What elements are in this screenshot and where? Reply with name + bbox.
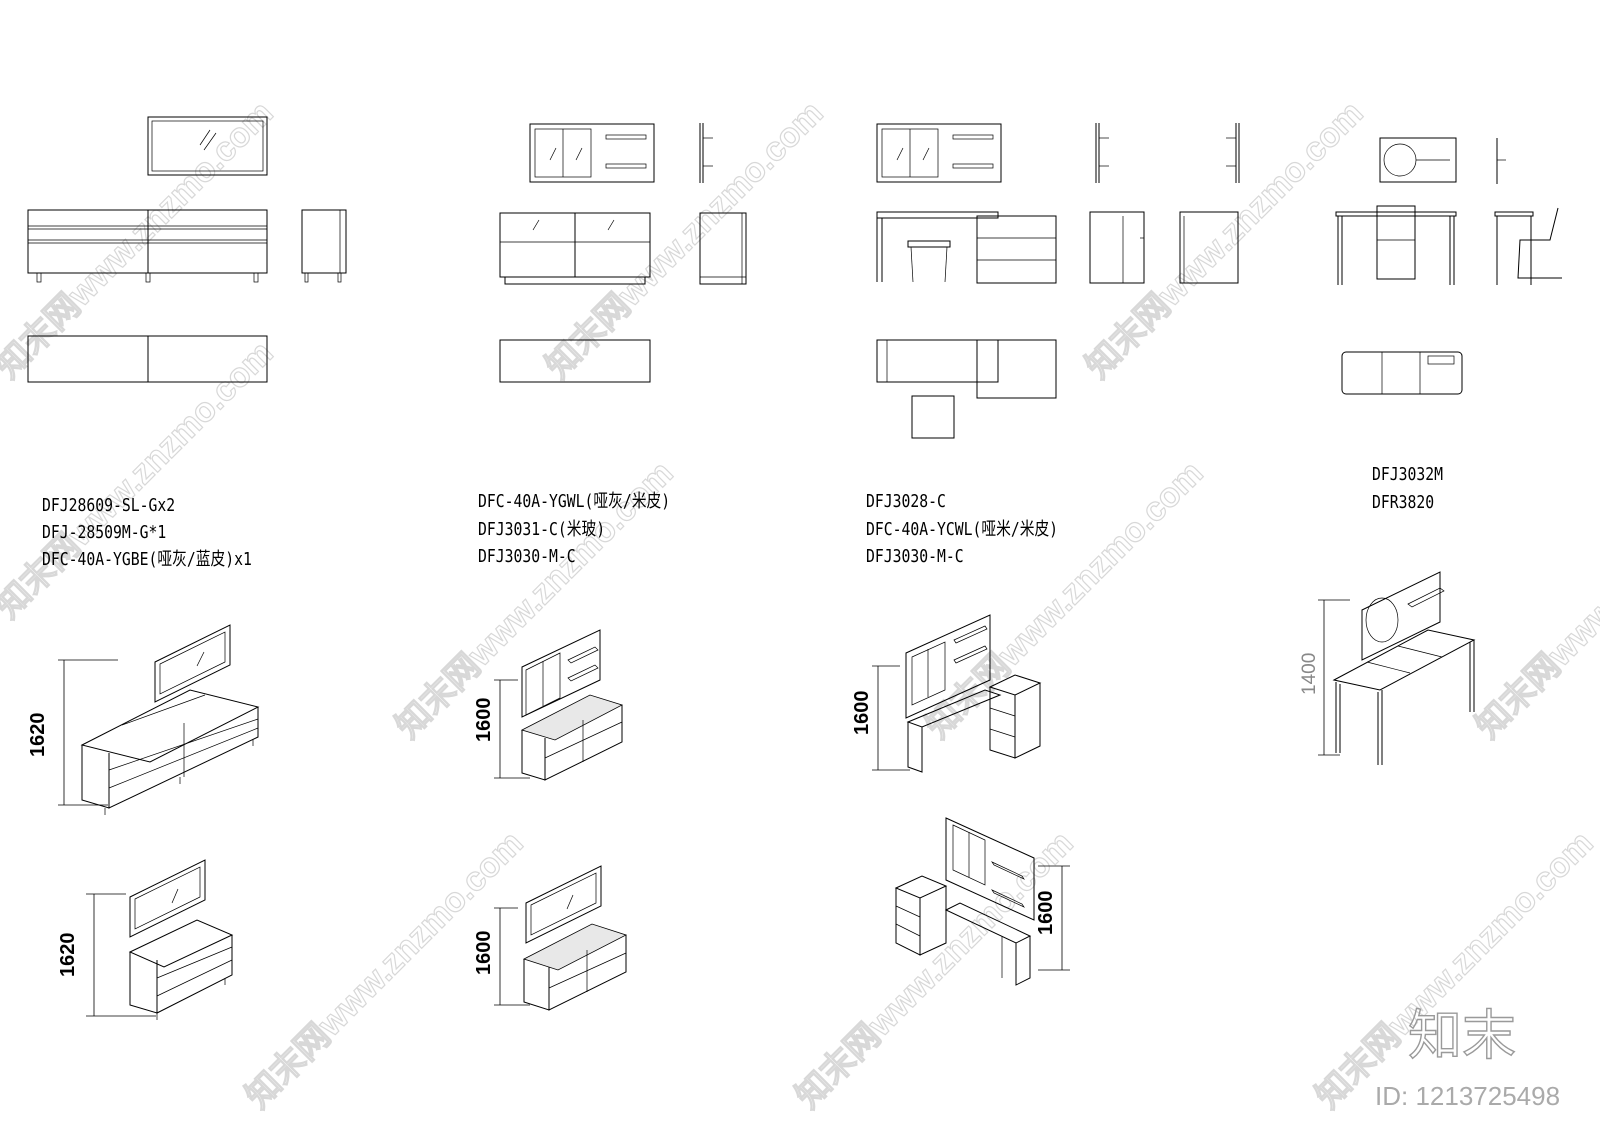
dimension-label: 1600 xyxy=(473,931,495,976)
watermark-text: 知末网www.znzmo.com xyxy=(919,454,1211,746)
dimension-label: 1620 xyxy=(57,933,79,978)
group-1-labels: DFJ28609-SL-Gx2 DFJ-28509M-G*1 DFC-40A-Y… xyxy=(42,495,252,570)
model-label: DFJ-28509M-G*1 xyxy=(42,522,166,543)
watermark-text: 知末网www.znzmo.com xyxy=(1469,454,1600,746)
group-4-views xyxy=(1335,137,1562,395)
group-3-iso-small: 1600 xyxy=(894,817,1070,986)
model-label: DFJ28609-SL-Gx2 xyxy=(42,495,175,516)
group-3-views xyxy=(876,123,1240,439)
dimension-label: 1600 xyxy=(851,691,873,736)
watermarks: 知末网www.znzmo.com 知末网www.znzmo.com 知末网www… xyxy=(0,93,1600,1116)
dimension-label: 1400 xyxy=(1299,653,1320,695)
watermark-text: 知末网www.znzmo.com xyxy=(0,334,281,626)
brand-logo: 知末 xyxy=(1407,1003,1516,1067)
model-label: DFC-40A-YGWL(哑灰/米皮) xyxy=(478,491,670,512)
model-label: DFJ3028-C xyxy=(866,491,946,512)
dimension-label: 1600 xyxy=(473,698,495,743)
model-label: DFJ3032M xyxy=(1372,464,1443,485)
model-label: DFJ3030-M-C xyxy=(866,546,964,567)
watermark-text: 知末网www.znzmo.com xyxy=(789,824,1081,1116)
model-label: DFR3820 xyxy=(1372,492,1434,513)
logo-text: 知末 xyxy=(1408,1004,1516,1067)
group-1-iso-small: 1620 xyxy=(57,859,234,1020)
group-4-iso: 1400 xyxy=(1299,571,1476,765)
watermark-text: 知末网www.znzmo.com xyxy=(1309,824,1600,1116)
group-2-labels: DFC-40A-YGWL(哑灰/米皮) DFJ3031-C(米玻) DFJ303… xyxy=(478,491,670,567)
watermark-text: 知末网www.znzmo.com xyxy=(539,94,831,386)
group-4-labels: DFJ3032M DFR3820 xyxy=(1372,464,1443,513)
group-2-iso-large: 1600 xyxy=(473,629,624,781)
model-label: DFC-40A-YCWL(哑米/米皮) xyxy=(866,519,1058,540)
dimension-label: 1600 xyxy=(1035,891,1057,936)
watermark-text: 知末网www.znzmo.com xyxy=(1079,94,1371,386)
group-3-iso-large: 1600 xyxy=(851,614,1042,773)
model-label: DFJ3030-M-C xyxy=(478,546,576,567)
group-1-views xyxy=(27,116,347,383)
group-3-labels: DFJ3028-C DFC-40A-YCWL(哑米/米皮) DFJ3030-M-… xyxy=(866,491,1058,567)
dimension-label: 1620 xyxy=(27,713,49,758)
id-text: ID: 1213725498 xyxy=(1375,1081,1560,1111)
group-2-views xyxy=(499,123,747,383)
group-1-iso-large: 1620 xyxy=(27,624,260,815)
model-label: DFC-40A-YGBE(哑灰/蓝皮)x1 xyxy=(42,549,252,570)
model-label: DFJ3031-C(米玻) xyxy=(478,519,605,540)
group-2-iso-small: 1600 xyxy=(473,865,628,1011)
